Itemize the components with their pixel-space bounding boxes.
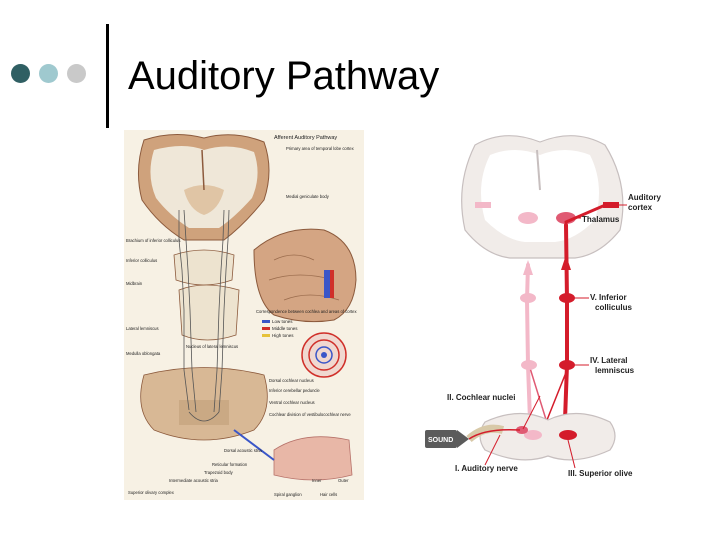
label-auditory-cortex-2: cortex [628, 203, 653, 212]
label-superior-olive: III. Superior olive [568, 469, 633, 478]
label-inferior-peduncle: Inferior cerebellar peduncle [269, 388, 320, 393]
label-nucleus-lemniscus: Nucleus of lateral lemniscus [186, 344, 238, 349]
legend-high-label: High tones [272, 333, 294, 338]
label-correspondence: Correspondence between cochlea and areas… [256, 309, 357, 314]
lateral-brain [254, 229, 356, 322]
label-lateral-lemniscus: Lateral lemniscus [126, 326, 159, 331]
left-thalamus [518, 212, 538, 224]
title-divider [106, 24, 109, 128]
label-medulla: Medulla oblongata [126, 351, 161, 356]
label-outer: Outer [338, 478, 349, 483]
pons-section [179, 285, 239, 340]
legend-low-label: Low tones [272, 319, 293, 324]
sound-label: SOUND [428, 437, 453, 444]
medulla-section [141, 368, 268, 441]
label-hair-cells: Hair cells [320, 492, 337, 497]
label-superior-olivary: Superior olivary complex [128, 490, 175, 495]
label-cochlear-nuclei: II. Cochlear nuclei [447, 393, 515, 402]
schematic-brain [462, 136, 623, 258]
label-intermediate-stria: Intermediate acoustic stria [169, 478, 219, 483]
label-inferior-colliculus-1: V. Inferior [590, 293, 627, 302]
bullet-dot-gray [67, 64, 86, 83]
cochlea-spiral [302, 333, 346, 377]
label-mgb: Medial geniculate body [286, 194, 330, 199]
label-midbrain: Midbrain [126, 281, 143, 286]
midbrain-section [174, 250, 234, 285]
label-brachium: Brachium of inferior colliculus [126, 238, 180, 243]
label-auditory-cortex-1: Auditory [628, 193, 661, 202]
label-reticular: Reticular formation [212, 462, 248, 467]
label-trapezoid: Trapezoid body [204, 470, 234, 475]
afferent-pathway-figure: Afferent Auditory Pathway [124, 130, 364, 500]
bullet-dot-light [39, 64, 58, 83]
label-inferior-colliculus-2: colliculus [595, 303, 632, 312]
slide-title: Auditory Pathway [128, 54, 439, 99]
legend-swatch-middle [262, 327, 270, 330]
legend-middle-label: Middle tones [272, 326, 298, 331]
label-lateral-lemniscus-1: IV. Lateral [590, 356, 628, 365]
label-ventral-nucleus: Ventral cochlear nucleus [269, 400, 315, 405]
legend-swatch-high [262, 334, 270, 337]
bullet-dots [11, 64, 91, 84]
label-dorsal-nucleus: Dorsal cochlear nucleus [269, 378, 314, 383]
schematic-pathway-figure: SOUND Auditory cortex Thalamus V. Inferi… [425, 130, 715, 480]
schematic-brainstem [480, 413, 615, 459]
figure-header: Afferent Auditory Pathway [274, 135, 337, 141]
legend-swatch-low [262, 320, 270, 323]
sound-arrow-icon [457, 430, 469, 448]
right-auditory-cortex [603, 202, 619, 208]
left-auditory-cortex [475, 202, 491, 208]
left-arrow-head [523, 260, 533, 275]
label-auditory-nerve: I. Auditory nerve [455, 464, 518, 473]
label-inner: Inner [312, 478, 322, 483]
label-cochlear-division: Cochlear division of vestibulocochlear n… [269, 412, 351, 417]
bullet-dot-dark [11, 64, 30, 83]
label-spiral-ganglion: Spiral ganglion [274, 492, 302, 497]
label-acoustic-stria: Dorsal acoustic stria [224, 448, 262, 453]
label-inferior-colliculus: Inferior colliculus [126, 258, 157, 263]
label-thalamus: Thalamus [582, 215, 620, 224]
label-lateral-lemniscus-2: lemniscus [595, 366, 635, 375]
label-temporal: Primary area of temporal lobe cortex [286, 146, 355, 151]
